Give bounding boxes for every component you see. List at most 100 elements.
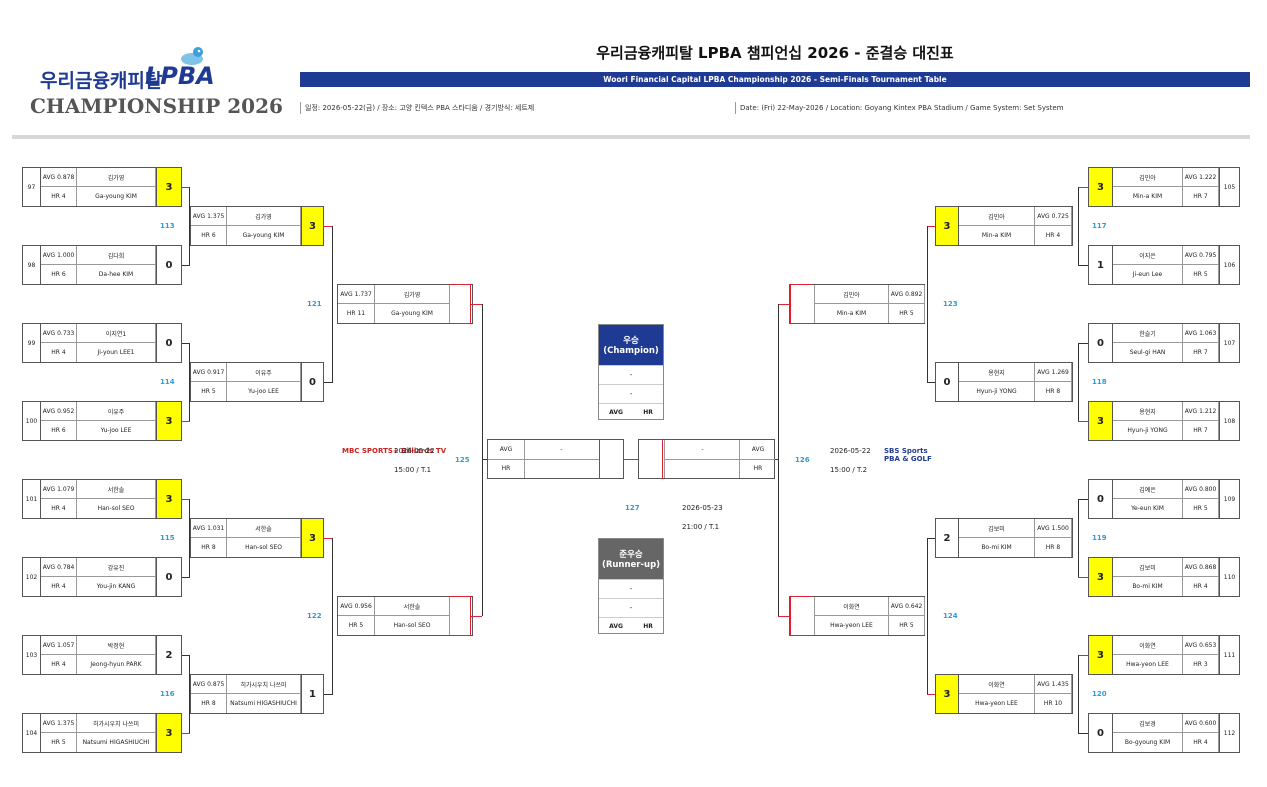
billiards-mascot-icon — [181, 47, 203, 65]
bracket-line — [324, 538, 333, 539]
player-name-kr: 한슬기 — [1113, 324, 1183, 343]
player-avg: AVG 1.435 — [1035, 675, 1072, 694]
player-score: 0 — [1089, 324, 1113, 362]
player-name-en: Jeong-hyun PARK — [77, 655, 156, 674]
seed-number: 104 — [23, 714, 41, 752]
player-name-kr: 김가영 — [77, 168, 156, 187]
player-name-en: Ji-youn LEE1 — [77, 343, 156, 362]
bracket-line — [1078, 655, 1088, 656]
player-hr: HR 8 — [191, 694, 227, 713]
player-name-en: Bo-mi KIM — [1113, 577, 1183, 596]
bracket-line — [1078, 265, 1088, 266]
player-name-en: Seul-gi HAN — [1113, 343, 1183, 362]
player-name-en: Natsumi HIGASHIUCHI — [77, 733, 156, 752]
player-score: 0 — [156, 324, 181, 362]
seed-number: 109 — [1219, 480, 1239, 518]
champion-title: 우승 — [623, 336, 639, 346]
player-name-kr: 김보미 — [959, 519, 1035, 538]
bracket-line — [324, 694, 333, 695]
player-score: 2 — [936, 519, 959, 557]
logo-championship: CHAMPIONSHIP 2026 — [30, 94, 283, 118]
bracket-line — [927, 226, 935, 227]
bracket-line — [778, 616, 790, 617]
player-name-en: Bo-gyoung KIM — [1113, 733, 1183, 752]
player-name-kr: 김민아 — [1113, 168, 1183, 187]
player-avg: AVG 1.737 — [338, 285, 375, 304]
player-name-en: Hwa-yeon LEE — [814, 616, 889, 635]
player-name-kr: 이화연 — [1113, 636, 1183, 655]
match-number: 124 — [943, 612, 958, 620]
header-divider — [12, 135, 1250, 139]
player-avg: AVG 0.642 — [889, 597, 925, 616]
seed-number: 101 — [23, 480, 41, 518]
player-avg: AVG 1.222 — [1183, 168, 1219, 187]
runnerup-title: 준우승 — [619, 550, 643, 560]
player-hr: HR 4 — [1183, 733, 1219, 752]
page-subtitle: Woori Financial Capital LPBA Championshi… — [300, 72, 1250, 87]
player-name-en: Ye-eun KIM — [1113, 499, 1183, 518]
player-score: 0 — [1089, 480, 1113, 518]
player-avg: AVG 0.917 — [191, 363, 227, 382]
player-avg: AVG 1.057 — [41, 636, 77, 655]
player-score: 0 — [156, 558, 181, 596]
match-number: 116 — [160, 690, 175, 698]
semi-right-hr: HR — [739, 459, 776, 478]
seed-number: 111 — [1219, 636, 1239, 674]
event-info-english: Date: (Fri) 22-May-2026 / Location: Goya… — [735, 102, 1064, 114]
bracket-line — [927, 226, 928, 382]
player-hr: HR 7 — [1183, 343, 1219, 362]
bracket-line — [790, 635, 812, 636]
bracket-line — [189, 343, 190, 421]
player-name-en: Ga-young KIM — [375, 304, 450, 323]
match-number: 123 — [943, 300, 958, 308]
player-score: 1 — [1089, 246, 1113, 284]
bracket-line — [599, 439, 600, 479]
player-name-kr: 용현지 — [959, 363, 1035, 382]
player-name-kr: 김민아 — [814, 285, 889, 304]
player-hr: HR 3 — [1183, 655, 1219, 674]
runnerup-title-en: (Runner-up) — [601, 560, 661, 570]
player-avg: AVG 1.500 — [1035, 519, 1072, 538]
player-score: 3 — [156, 480, 181, 518]
bracket-line — [778, 304, 779, 616]
bracket-line — [790, 284, 812, 285]
player-avg: AVG 0.800 — [1183, 480, 1219, 499]
champion-avg: AVG — [609, 409, 623, 416]
player-avg: AVG 0.733 — [41, 324, 77, 343]
champion-name-kr: - — [599, 365, 663, 384]
player-name-kr: 김가영 — [375, 285, 450, 304]
player-avg: AVG 1.079 — [41, 480, 77, 499]
player-score: 3 — [1089, 636, 1113, 674]
player-hr: HR 8 — [1035, 538, 1072, 557]
player-avg: AVG 0.956 — [338, 597, 375, 616]
player-name-en: Han-sol SEO — [227, 538, 301, 557]
event-info-korean: 일정: 2026-05-22(금) / 장소: 고양 킨텍스 PBA 스타디움 … — [300, 102, 534, 114]
player-name-kr: 이지은 — [1113, 246, 1183, 265]
player-hr: HR 5 — [1183, 499, 1219, 518]
player-name-en: Da-hee KIM — [77, 265, 156, 284]
semi-right-divider — [664, 459, 665, 478]
bracket-line — [450, 596, 470, 597]
player-score: 3 — [1089, 168, 1113, 206]
semi-left-name: - — [524, 440, 600, 460]
player-avg: AVG 0.952 — [41, 402, 77, 421]
bracket-line — [624, 459, 638, 460]
bracket-line — [482, 459, 487, 460]
semi-left-time: 15:00 / T.1 — [394, 466, 432, 474]
player-hr: HR 4 — [41, 343, 77, 362]
sbs-sports-logo: SBS Sports PBA & GOLF — [884, 447, 932, 463]
player-score: 3 — [156, 714, 181, 752]
bracket-line — [182, 655, 190, 656]
